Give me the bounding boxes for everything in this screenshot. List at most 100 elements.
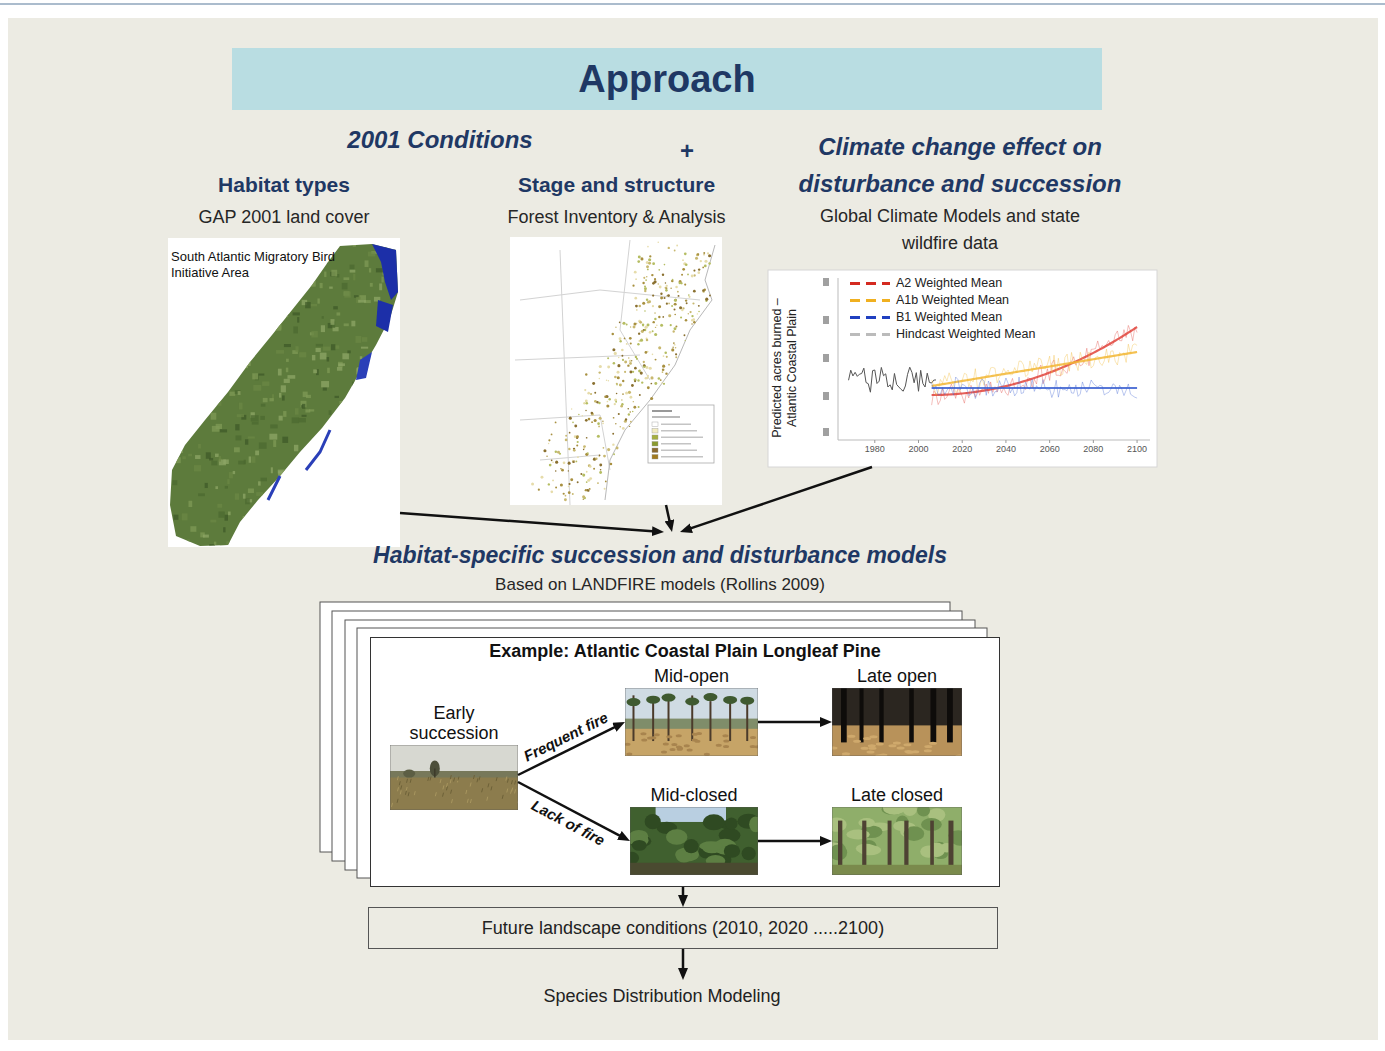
panel-heading: Climate change effect on disturbance and…: [760, 128, 1160, 202]
photo-midopen-part: [709, 701, 711, 741]
habitat-map-part-part: [249, 535, 256, 537]
stage-map-part-part: [675, 347, 677, 349]
stage-map-part-part: [616, 393, 618, 395]
habitat-map-part-part: [370, 529, 372, 535]
stage-map-part-part: [584, 389, 586, 391]
stage-map-part-part: [664, 264, 666, 266]
stage-map-part-part: [546, 455, 547, 456]
habitat-map-part-part: [226, 541, 232, 545]
stage-map-part-part: [647, 301, 649, 303]
stage-map-part-part: [589, 465, 592, 468]
stage-map-part-part: [647, 268, 649, 270]
stage-map-part-part: [583, 402, 586, 405]
habitat-map-part-part: [342, 353, 349, 359]
photo-midopen-part: [625, 688, 758, 756]
stage-map-part-part: [640, 339, 643, 342]
stage-map-part-part: [665, 287, 667, 289]
habitat-map-part-part: [343, 277, 349, 280]
photo-midopen-part: [716, 744, 722, 747]
habitat-map-part-part: [321, 381, 329, 387]
habitat-map-part-part: [170, 241, 175, 243]
photo-lateopen-part: [897, 746, 905, 749]
title-band: [232, 48, 1102, 110]
photo-frame: [832, 807, 962, 875]
habitat-map-part-part: [216, 294, 220, 296]
habitat-map-part-part: [302, 404, 305, 409]
photo-midopen-part: [661, 751, 667, 754]
habitat-map-part-part: [396, 527, 398, 531]
habitat-map-part-part: [206, 452, 211, 458]
stage-map-part-part: [673, 330, 675, 332]
photo-early-part: [407, 779, 408, 783]
habitat-map-part-part: [168, 312, 170, 315]
stage-map-part-part: [621, 403, 623, 405]
photo-early-part: [515, 789, 516, 793]
text-slot: Climate change effect on disturbance and…: [760, 128, 1160, 202]
stage-map-part-part: [572, 493, 574, 495]
stage-photo: Late open: [832, 666, 962, 756]
photo-midopen-part: [647, 736, 653, 739]
stage-map-part-part: [630, 326, 631, 327]
stage-map-part-part: [654, 278, 656, 280]
axis-tick-label: 2040: [986, 444, 1026, 455]
stage-map-part-part: [674, 299, 677, 302]
stage-map-part-part: [649, 255, 651, 257]
habitat-map-part-part: [383, 334, 385, 337]
wildfire-chart-part: [838, 440, 1150, 441]
stage-photo: Early succession: [390, 703, 518, 810]
stage-map-part-part: [686, 302, 688, 304]
habitat-map-part-part: [244, 544, 250, 551]
habitat-map-part-part: [302, 415, 307, 417]
habitat-map-part-part: [367, 458, 372, 464]
stage-map-part-part: [700, 260, 702, 262]
stage-photos: [390, 688, 969, 875]
photo-midopen-part: [671, 743, 677, 746]
habitat-map-part-part: [188, 382, 196, 388]
stage-map-part-part: [665, 289, 668, 292]
photo-early-part: [443, 785, 444, 789]
habitat-map-part-part: [273, 440, 276, 447]
stage-map-part-part: [660, 293, 662, 295]
stage-map-part-part: [652, 429, 658, 434]
habitat-map-part-part: [331, 270, 337, 276]
photo-lateopen-part: [861, 747, 869, 750]
axis-tick-label: 2000: [899, 444, 939, 455]
stage-map-part-part: [582, 415, 583, 416]
label-slot: 2040: [986, 444, 1026, 455]
photo-midopen-part: [703, 693, 717, 701]
stage-map-part-part: [638, 332, 640, 334]
legend-text: Hindcast Weighted Mean: [896, 327, 1035, 342]
stage-map-part-part: [708, 262, 711, 265]
stage-map-part: [652, 422, 703, 459]
habitat-map-part-part: [378, 512, 383, 517]
stage-map-part-part: [615, 423, 616, 424]
photo-midopen-part: [685, 697, 699, 705]
habitat-map-part-part: [369, 268, 371, 272]
photo-early-part: [390, 745, 518, 810]
habitat-map-part-part: [220, 429, 227, 432]
habitat-map-part: [170, 244, 398, 546]
stage-map-part-part: [599, 471, 602, 474]
habitat-map-part-part: [383, 347, 387, 353]
stage-map-part-part: [642, 282, 644, 284]
stage-map-part: [510, 237, 722, 505]
stage-map-part-part: [636, 358, 638, 360]
habitat-map-part-part: [295, 346, 298, 352]
stage-map-part-part: [652, 305, 654, 307]
habitat-map-part-part: [342, 283, 348, 290]
stage-map-part-part: [652, 448, 658, 453]
photo-midopen-part: [723, 696, 737, 704]
habitat-map-part-part: [197, 407, 203, 412]
stage-map-part-part: [552, 479, 554, 481]
habitat-map-part-part: [260, 416, 265, 420]
habitat-map-part-part: [235, 390, 241, 394]
habitat-map-part-part: [208, 307, 214, 309]
habitat-map-part-part: [316, 348, 321, 352]
stage-map-part-part: [691, 323, 692, 324]
stage-map-part: [652, 410, 672, 412]
stage-map-part-part: [673, 342, 675, 344]
stage-map-part-part: [597, 422, 600, 425]
habitat-map-part-part: [371, 422, 374, 427]
habitat-map-part-part: [344, 323, 349, 326]
habitat-map-part-part: [299, 352, 306, 357]
